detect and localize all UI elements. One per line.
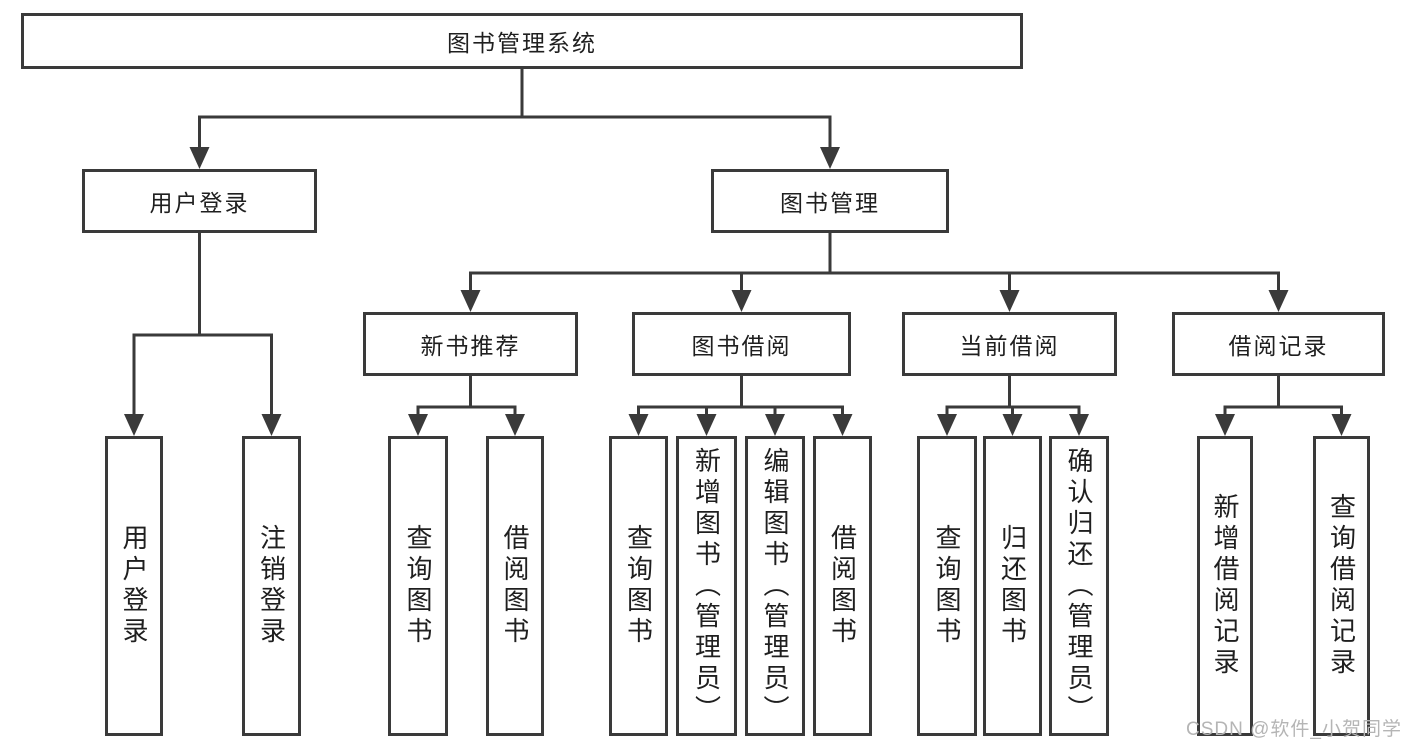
leaf-query-books-recommend: 查询图书 — [388, 436, 448, 736]
leaf-query-books-current: 查询图书 — [917, 436, 977, 736]
leaf-logout: 注销登录 — [242, 436, 301, 736]
leaf-user-login: 用户登录 — [105, 436, 163, 736]
csdn-watermark: CSDN @软件_小贺同学 — [1186, 719, 1402, 740]
node-borrow-records: 借阅记录 — [1172, 312, 1385, 376]
leaf-edit-book-admin: 编辑图书（管理员） — [745, 436, 805, 736]
node-book-management: 图书管理 — [711, 169, 949, 233]
leaf-return-book: 归还图书 — [983, 436, 1042, 736]
leaf-borrow-books: 借阅图书 — [813, 436, 872, 736]
node-root-system: 图书管理系统 — [21, 13, 1023, 69]
leaf-borrow-books-recommend: 借阅图书 — [486, 436, 544, 736]
node-new-book-recommend: 新书推荐 — [363, 312, 578, 376]
leaf-query-borrow-record: 查询借阅记录 — [1313, 436, 1370, 736]
node-book-borrow: 图书借阅 — [632, 312, 851, 376]
leaf-query-books-borrow: 查询图书 — [609, 436, 668, 736]
node-user-login: 用户登录 — [82, 169, 317, 233]
leaf-add-book-admin: 新增图书（管理员） — [676, 436, 737, 736]
node-current-borrow: 当前借阅 — [902, 312, 1117, 376]
leaf-add-borrow-record: 新增借阅记录 — [1197, 436, 1253, 736]
leaf-confirm-return-admin: 确认归还（管理员） — [1049, 436, 1109, 736]
